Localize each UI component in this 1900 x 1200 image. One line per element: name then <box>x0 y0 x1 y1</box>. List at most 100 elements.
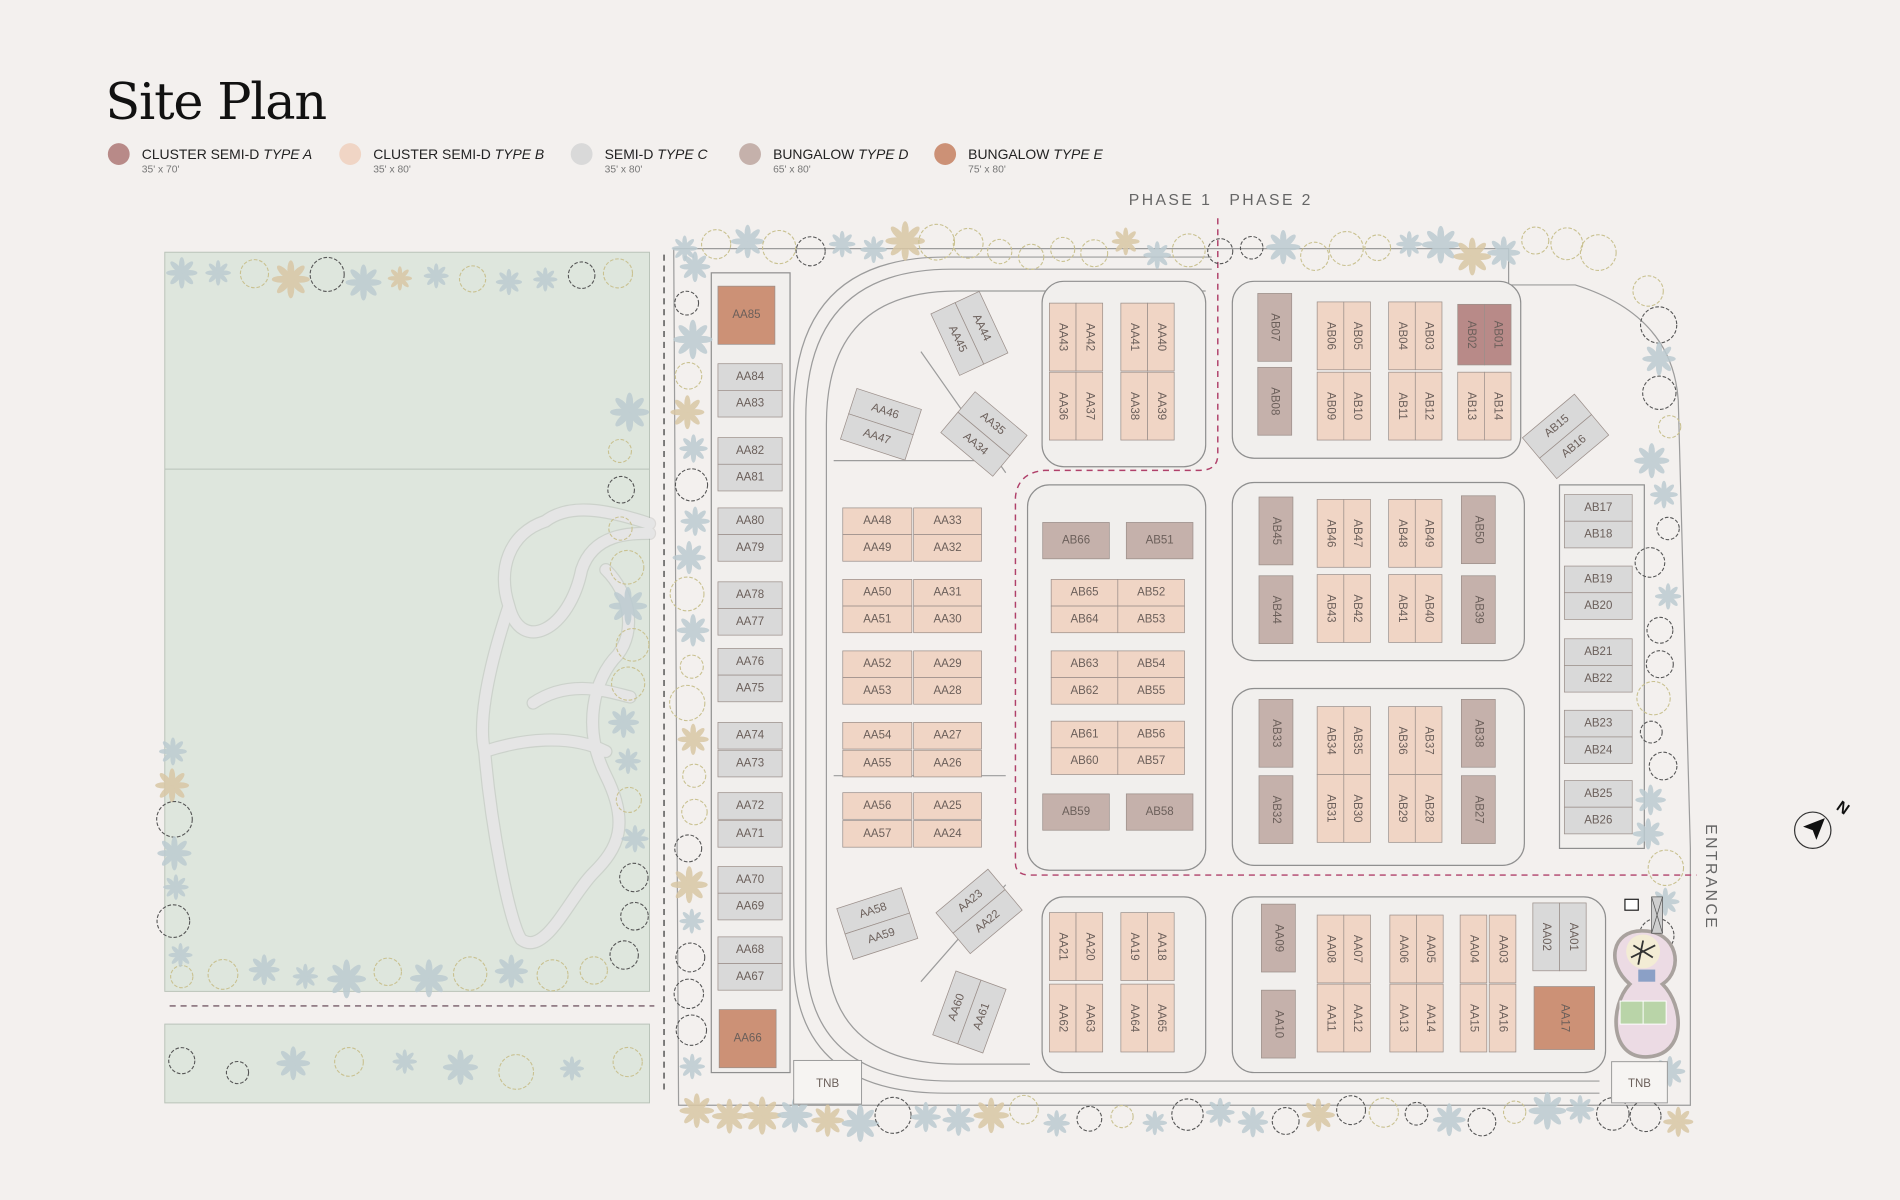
plot-ab39[interactable]: AB39 <box>1460 575 1496 644</box>
plot-ab21[interactable]: AB21 <box>1563 638 1633 666</box>
plot-ab25[interactable]: AB25 <box>1563 780 1633 808</box>
plot-aa81[interactable]: AA81 <box>717 463 783 492</box>
plot-ab64[interactable]: AB64 <box>1050 605 1119 634</box>
plot-aa10[interactable]: AA10 <box>1261 989 1296 1059</box>
plot-aa71[interactable]: AA71 <box>717 820 783 848</box>
plot-ab29[interactable]: AB29 <box>1388 774 1416 843</box>
plot-aa32[interactable]: AA32 <box>913 534 982 562</box>
plot-ab35[interactable]: AB35 <box>1343 706 1371 775</box>
plot-ab01[interactable]: AB01 <box>1484 303 1512 366</box>
plot-ab09[interactable]: AB09 <box>1316 371 1345 441</box>
plot-ab37[interactable]: AB37 <box>1414 706 1443 775</box>
plot-aa36[interactable]: AA36 <box>1048 371 1077 441</box>
plot-ab32[interactable]: AB32 <box>1258 775 1294 844</box>
plot-aa17[interactable]: AA17 <box>1533 986 1596 1050</box>
plot-aa68[interactable]: AA68 <box>717 936 783 964</box>
plot-ab54[interactable]: AB54 <box>1117 650 1185 678</box>
plot-aa61[interactable]: AA61 <box>957 979 1007 1054</box>
plot-aa70[interactable]: AA70 <box>717 866 783 894</box>
plot-ab40[interactable]: AB40 <box>1414 574 1443 643</box>
plot-aa24[interactable]: AA24 <box>913 820 982 848</box>
plot-ab03[interactable]: AB03 <box>1414 301 1443 371</box>
plot-aa27[interactable]: AA27 <box>913 722 982 750</box>
plot-aa41[interactable]: AA41 <box>1120 302 1148 372</box>
plot-aa79[interactable]: AA79 <box>717 534 783 562</box>
plot-aa03[interactable]: AA03 <box>1488 914 1517 984</box>
plot-aa33[interactable]: AA33 <box>913 507 982 535</box>
plot-aa80[interactable]: AA80 <box>717 507 783 535</box>
plot-aa58[interactable]: AA58 <box>836 887 911 935</box>
plot-ab66[interactable]: AB66 <box>1042 522 1110 560</box>
plot-aa09[interactable]: AA09 <box>1261 903 1296 973</box>
plot-aa12[interactable]: AA12 <box>1343 983 1371 1053</box>
plot-aa05[interactable]: AA05 <box>1416 914 1444 984</box>
plot-ab28[interactable]: AB28 <box>1414 774 1443 843</box>
plot-ab60[interactable]: AB60 <box>1050 747 1119 775</box>
plot-aa20[interactable]: AA20 <box>1075 912 1104 981</box>
plot-aa16[interactable]: AA16 <box>1488 983 1517 1053</box>
plot-aa60[interactable]: AA60 <box>932 970 982 1045</box>
plot-aa84[interactable]: AA84 <box>717 363 783 391</box>
plot-ab06[interactable]: AB06 <box>1316 301 1345 371</box>
plot-ab52[interactable]: AB52 <box>1117 579 1185 607</box>
plot-aa69[interactable]: AA69 <box>717 892 783 921</box>
plot-ab04[interactable]: AB04 <box>1388 301 1416 371</box>
plot-aa85[interactable]: AA85 <box>717 285 776 345</box>
plot-aa63[interactable]: AA63 <box>1075 983 1104 1053</box>
plot-aa18[interactable]: AA18 <box>1147 912 1175 981</box>
plot-ab63[interactable]: AB63 <box>1050 650 1119 678</box>
plot-ab36[interactable]: AB36 <box>1388 706 1416 775</box>
plot-ab17[interactable]: AB17 <box>1563 494 1633 522</box>
plot-aa52[interactable]: AA52 <box>842 650 913 678</box>
plot-aa01[interactable]: AA01 <box>1559 902 1587 972</box>
plot-aa39[interactable]: AA39 <box>1147 371 1175 441</box>
plot-aa73[interactable]: AA73 <box>717 749 783 778</box>
plot-aa74[interactable]: AA74 <box>717 722 783 750</box>
plot-aa55[interactable]: AA55 <box>842 749 913 778</box>
plot-ab46[interactable]: AB46 <box>1316 499 1345 568</box>
plot-ab53[interactable]: AB53 <box>1117 605 1185 634</box>
plot-aa50[interactable]: AA50 <box>842 579 913 607</box>
plot-aa21[interactable]: AA21 <box>1048 912 1077 981</box>
plot-ab26[interactable]: AB26 <box>1563 806 1633 835</box>
plot-ab48[interactable]: AB48 <box>1388 499 1416 568</box>
plot-ab24[interactable]: AB24 <box>1563 736 1633 764</box>
plot-aa77[interactable]: AA77 <box>717 608 783 636</box>
plot-aa19[interactable]: AA19 <box>1120 912 1148 981</box>
plot-aa40[interactable]: AA40 <box>1147 302 1175 372</box>
plot-aa22[interactable]: AA22 <box>952 889 1023 955</box>
plot-aa23[interactable]: AA23 <box>935 868 1006 934</box>
plot-aa64[interactable]: AA64 <box>1120 983 1148 1053</box>
plot-aa34[interactable]: AA34 <box>940 411 1011 477</box>
plot-ab27[interactable]: AB27 <box>1460 775 1496 844</box>
plot-aa26[interactable]: AA26 <box>913 749 982 778</box>
plot-ab43[interactable]: AB43 <box>1316 574 1345 643</box>
plot-aa13[interactable]: AA13 <box>1389 983 1417 1053</box>
plot-aa07[interactable]: AA07 <box>1343 914 1371 984</box>
plot-aa46[interactable]: AA46 <box>848 388 922 436</box>
plot-ab33[interactable]: AB33 <box>1258 698 1294 768</box>
plot-ab49[interactable]: AB49 <box>1414 499 1443 568</box>
plot-ab31[interactable]: AB31 <box>1316 774 1345 843</box>
plot-aa30[interactable]: AA30 <box>913 605 982 634</box>
plot-ab44[interactable]: AB44 <box>1258 575 1294 644</box>
plot-aa43[interactable]: AA43 <box>1048 302 1077 372</box>
plot-aa02[interactable]: AA02 <box>1532 902 1560 972</box>
plot-aa37[interactable]: AA37 <box>1075 371 1104 441</box>
plot-aa76[interactable]: AA76 <box>717 648 783 676</box>
plot-aa28[interactable]: AA28 <box>913 677 982 705</box>
plot-ab57[interactable]: AB57 <box>1117 747 1185 775</box>
plot-ab58[interactable]: AB58 <box>1125 793 1194 831</box>
plot-ab50[interactable]: AB50 <box>1460 495 1496 565</box>
plot-aa53[interactable]: AA53 <box>842 677 913 705</box>
plot-ab59[interactable]: AB59 <box>1042 793 1110 831</box>
plot-aa06[interactable]: AA06 <box>1389 914 1417 984</box>
plot-aa38[interactable]: AA38 <box>1120 371 1148 441</box>
plot-ab47[interactable]: AB47 <box>1343 499 1371 568</box>
plot-ab18[interactable]: AB18 <box>1563 520 1633 549</box>
plot-ab22[interactable]: AB22 <box>1563 665 1633 693</box>
plot-ab07[interactable]: AB07 <box>1257 293 1293 362</box>
plot-ab08[interactable]: AB08 <box>1257 366 1293 436</box>
plot-ab19[interactable]: AB19 <box>1563 565 1633 594</box>
plot-ab13[interactable]: AB13 <box>1457 371 1485 441</box>
